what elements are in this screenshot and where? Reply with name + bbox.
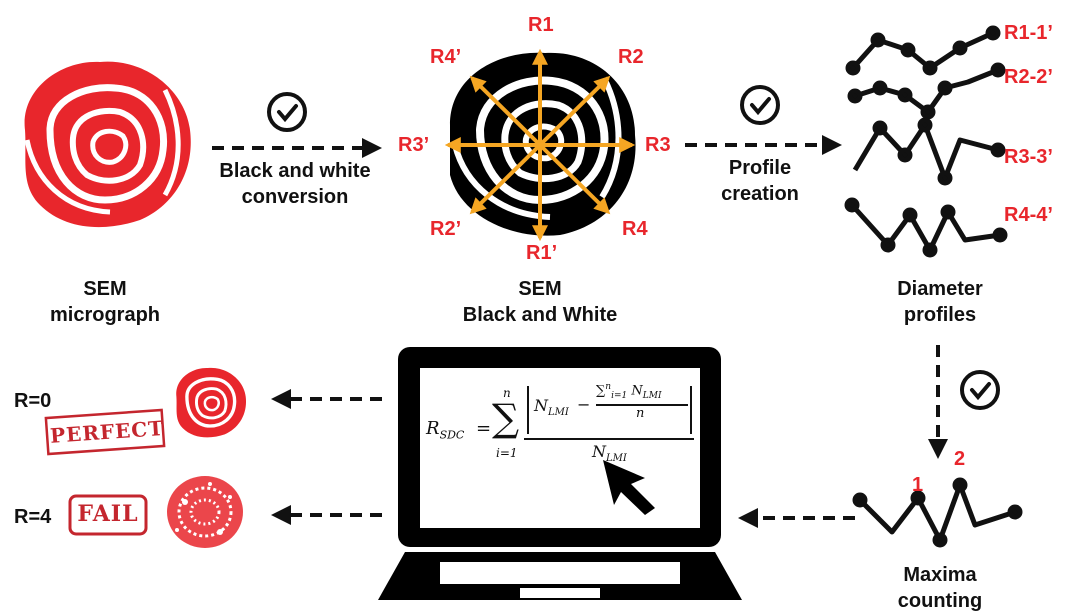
step-line: conversion [241, 186, 349, 208]
check-circle-icon [267, 92, 307, 132]
fail-stamp [68, 494, 148, 536]
radius-label-r3p: R3’ [398, 134, 430, 156]
formula-num-a-sub: LMI [548, 407, 569, 419]
formula-inner-from: i=1 [611, 390, 628, 401]
profile-label-1: R1-1’ [1004, 22, 1053, 44]
formula-minus: − [577, 395, 591, 414]
caption-maxima-counting: Maxima counting [860, 562, 1020, 614]
caption-line: SEM [518, 278, 562, 300]
formula-main-bar [524, 438, 694, 440]
step-line: Profile [728, 157, 792, 179]
radius-label-r1p: R1’ [526, 242, 558, 264]
caption-line: Black and White [462, 304, 618, 326]
formula-num-a-n: N [534, 396, 548, 415]
maxima-label-2: 2 [954, 448, 966, 470]
formula: RSDC = n ∑ i=1 NLMI − ∑ni=1 NLMI n NLMI [424, 380, 696, 520]
maxima-label-1: 1 [912, 474, 924, 496]
radius-label-r3: R3 [645, 134, 671, 156]
cursor-arrow-icon [603, 460, 655, 515]
formula-abs-left [527, 386, 529, 434]
step-line: Black and white [219, 160, 371, 182]
caption-diameter-profiles: Diameter profiles [850, 276, 1030, 328]
formula-inner-bar [596, 404, 688, 406]
caption-sem-bw: SEM Black and White [430, 276, 650, 328]
step-bw-conversion: Black and white conversion [200, 158, 390, 210]
caption-line: profiles [903, 304, 977, 326]
rose-icon [24, 61, 191, 228]
radius-arrows [444, 48, 636, 242]
formula-sum-sign: ∑ [492, 396, 520, 440]
formula-lhs-r: R [426, 418, 440, 439]
formula-inner-den: n [636, 406, 645, 421]
step-line: creation [721, 183, 799, 205]
laptop-icon [378, 347, 742, 600]
profile-label-2: R2-2’ [1004, 66, 1053, 88]
profile-lines [844, 25, 1008, 258]
formula-den-sub: LMI [606, 453, 627, 465]
formula-inner-sub: LMI [642, 390, 662, 401]
formula-abs-right [690, 386, 692, 434]
formula-lhs-sub: SDC [439, 428, 465, 442]
step-profile-creation: Profile creation [700, 155, 820, 207]
caption-line: counting [897, 590, 983, 612]
formula-den-n: N [592, 442, 606, 461]
result-r4-label: R=4 [14, 506, 52, 528]
formula-lhs: RSDC [426, 418, 464, 442]
formula-sum-top: n [503, 386, 511, 400]
formula-inner-range: n [605, 382, 612, 392]
caption-line: Diameter [897, 278, 983, 300]
caption-line: Maxima [903, 564, 977, 586]
profile-label-3: R3-3’ [1004, 146, 1053, 168]
formula-eq: = [476, 418, 492, 439]
caption-line: micrograph [49, 304, 161, 326]
radius-label-r2p: R2’ [430, 218, 462, 240]
radius-label-r1: R1 [528, 14, 554, 36]
formula-sum-bottom: i=1 [496, 446, 518, 460]
check-circle-icon [740, 85, 780, 125]
formula-num-a: NLMI [534, 396, 569, 418]
radius-label-r2: R2 [618, 46, 644, 68]
caption-sem-micrograph: SEM micrograph [20, 276, 190, 328]
fail-stamp-text: FAIL [77, 501, 139, 527]
radius-label-r4: R4 [622, 218, 648, 240]
rose-icon [176, 367, 247, 438]
formula-inner-var: N [631, 383, 643, 399]
radius-label-r4p: R4’ [430, 46, 462, 68]
profile-label-4: R4-4’ [1004, 204, 1053, 226]
result-r0-label: R=0 [14, 390, 52, 412]
check-circle-icon [960, 370, 1000, 410]
formula-inner-num: ∑ni=1 NLMI [596, 382, 662, 401]
formula-inner-sum: ∑ [596, 383, 606, 399]
formula-den: NLMI [592, 442, 627, 464]
noisy-rose-icon [167, 476, 243, 548]
perfect-stamp [44, 408, 166, 456]
caption-line: SEM [83, 278, 127, 300]
maxima-profile [852, 477, 1023, 548]
